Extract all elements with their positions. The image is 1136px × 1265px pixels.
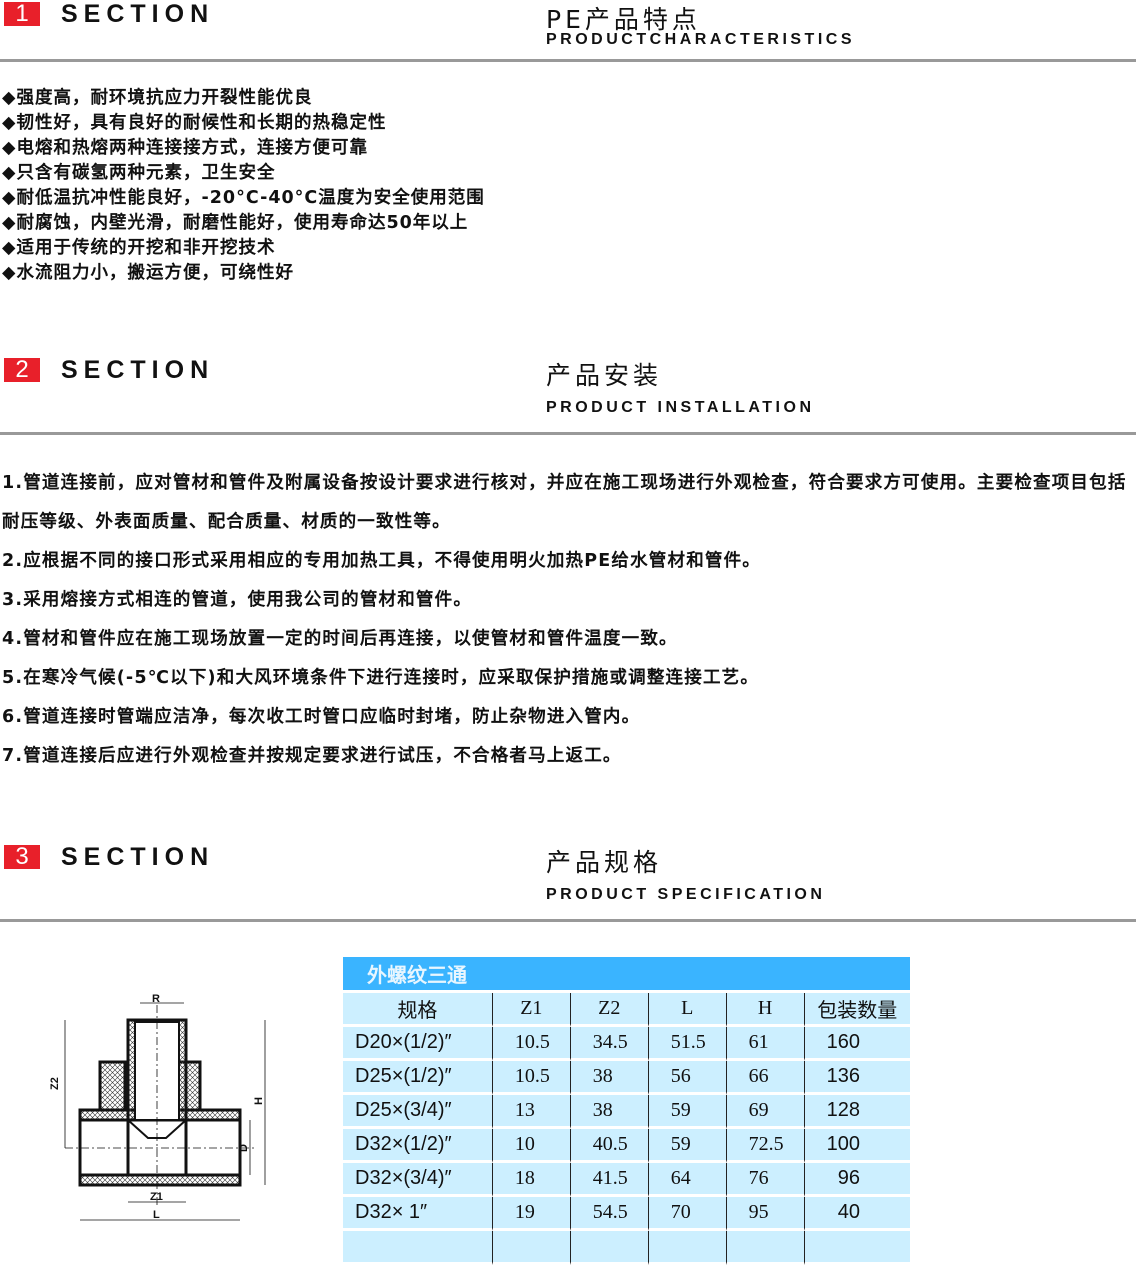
installation-step: 2.应根据不同的接口形式采用相应的专用加热工具，不得使用明火加热PE给水管材和管…: [2, 551, 762, 571]
section-number: 2: [4, 358, 40, 382]
section-title-cn: PE产品特点: [546, 5, 701, 34]
table-cell: 76: [726, 1163, 805, 1197]
column-header: 规格: [343, 993, 493, 1027]
dimension-label: D: [238, 1144, 250, 1152]
table-cell: 38: [570, 1061, 649, 1095]
table-cell: 10.5: [492, 1061, 571, 1095]
table-cell: [570, 1231, 649, 1265]
feature-item: ◆水流阻力小，搬运方便，可绕性好: [2, 263, 294, 283]
installation-step: 3.采用熔接方式相连的管道，使用我公司的管材和管件。: [2, 590, 473, 610]
table-cell: [804, 1231, 910, 1265]
table-cell: 10.5: [492, 1027, 571, 1061]
divider: [0, 919, 1136, 922]
table-cell: 56: [648, 1061, 727, 1095]
table-cell: 64: [648, 1163, 727, 1197]
table-row: [343, 1231, 910, 1265]
feature-item: ◆只含有碳氢两种元素，卫生安全: [2, 163, 276, 183]
table-cell: 136: [804, 1061, 910, 1095]
column-header: Z2: [570, 993, 649, 1027]
table-cell: 100: [804, 1129, 910, 1163]
table-cell: [726, 1231, 805, 1265]
section-title-cn: 产品规格: [546, 848, 663, 877]
dimension-label: Z2: [49, 1077, 61, 1090]
table-cell: 96: [804, 1163, 910, 1197]
section-title-en: PRODUCT INSTALLATION: [546, 399, 815, 416]
table-cell: 41.5: [570, 1163, 649, 1197]
column-header: L: [648, 993, 727, 1027]
table-cell: [343, 1231, 493, 1265]
column-header: 包装数量: [804, 993, 910, 1027]
table-cell: 13: [492, 1095, 571, 1129]
table-cell: 95: [726, 1197, 805, 1231]
section-title-en: PRODUCTCHARACTERISTICS: [546, 31, 855, 48]
feature-item: ◆韧性好，具有良好的耐候性和长期的热稳定性: [2, 113, 387, 133]
table-cell: 34.5: [570, 1027, 649, 1061]
table-cell: D32×(1/2)″: [343, 1129, 493, 1163]
table-cell: 38: [570, 1095, 649, 1129]
section-label: SECTION: [61, 843, 215, 871]
feature-item: ◆耐低温抗冲性能良好，-20°C-40°C温度为安全使用范围: [2, 188, 485, 208]
table-cell: 69: [726, 1095, 805, 1129]
table-cell: 19: [492, 1197, 571, 1231]
table-cell: D25×(3/4)″: [343, 1095, 493, 1129]
section-label: SECTION: [61, 356, 215, 384]
table-cell: 128: [804, 1095, 910, 1129]
table-cell: 40.5: [570, 1129, 649, 1163]
section-title-cn: 产品安装: [546, 361, 663, 390]
installation-step: 5.在寒冷气候(-5℃以下)和大风环境条件下进行连接时，应采取保护措施或调整连接…: [2, 668, 760, 688]
table-cell: D20×(1/2)″: [343, 1027, 493, 1061]
dimension-label: H: [253, 1097, 265, 1105]
feature-item: ◆电熔和热熔两种连接接方式，连接方便可靠: [2, 138, 368, 158]
table-cell: 40: [804, 1197, 910, 1231]
dimension-label: Z1: [150, 1191, 163, 1203]
table-cell: 54.5: [570, 1197, 649, 1231]
installation-step: 7.管道连接后应进行外观检查并按规定要求进行试压，不合格者马上返工。: [2, 746, 622, 766]
divider: [0, 59, 1136, 62]
table-cell: 59: [648, 1129, 727, 1163]
table-title: 外螺纹三通: [343, 957, 910, 993]
divider: [0, 432, 1136, 435]
installation-step: 4.管材和管件应在施工现场放置一定的时间后再连接，以使管材和管件温度一致。: [2, 629, 678, 649]
table-cell: D25×(1/2)″: [343, 1061, 493, 1095]
section-number: 1: [4, 2, 40, 26]
table-cell: [648, 1231, 727, 1265]
installation-step: 6.管道连接时管端应洁净，每次收工时管口应临时封堵，防止杂物进入管内。: [2, 707, 641, 727]
table-cell: 18: [492, 1163, 571, 1197]
table-cell: 70: [648, 1197, 727, 1231]
feature-item: ◆强度高，耐环境抗应力开裂性能优良: [2, 88, 313, 108]
dimension-label: L: [153, 1209, 160, 1221]
feature-item: ◆耐腐蚀，内壁光滑，耐磨性能好，使用寿命达50年以上: [2, 213, 469, 233]
table-cell: 51.5: [648, 1027, 727, 1061]
table-cell: 66: [726, 1061, 805, 1095]
tee-fitting-drawing: R Z2 H D Z1 L: [49, 993, 266, 1221]
table-cell: [492, 1231, 571, 1265]
column-header: Z1: [492, 993, 571, 1027]
table-cell: D32×(3/4)″: [343, 1163, 493, 1197]
section-label: SECTION: [61, 0, 215, 28]
section-title-en: PRODUCT SPECIFICATION: [546, 886, 826, 903]
table-cell: 59: [648, 1095, 727, 1129]
table-cell: 61: [726, 1027, 805, 1061]
section-number: 3: [4, 845, 40, 869]
table-cell: 72.5: [726, 1129, 805, 1163]
column-header: H: [726, 993, 805, 1027]
table-cell: 160: [804, 1027, 910, 1061]
dimension-label: R: [152, 993, 160, 1005]
table-cell: 10: [492, 1129, 571, 1163]
table-cell: D32× 1″: [343, 1197, 493, 1231]
installation-step: 1.管道连接前，应对管材和管件及附属设备按设计要求进行核对，并应在施工现场进行外…: [2, 473, 1127, 532]
feature-item: ◆适用于传统的开挖和非开挖技术: [2, 238, 276, 258]
